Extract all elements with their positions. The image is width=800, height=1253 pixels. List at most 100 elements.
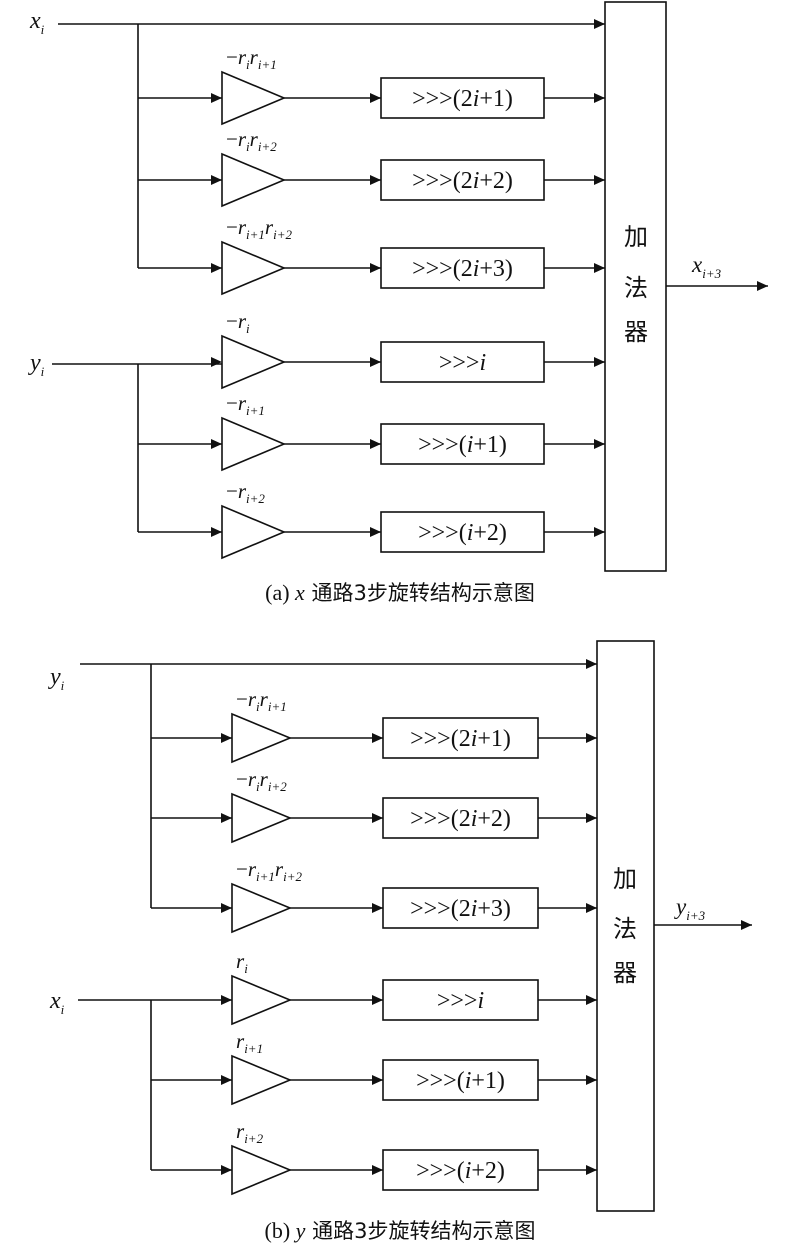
branch-row-5: ri+1 >>>(i+1)	[151, 1029, 597, 1106]
shift-input-arrowhead	[372, 903, 383, 913]
gain-label: −riri+2	[236, 767, 287, 794]
adder-input-arrowhead	[594, 439, 605, 449]
adder-input-arrowhead	[594, 527, 605, 537]
gain-amplifier	[221, 504, 287, 560]
branch-row-4: ri>>>i	[221, 949, 597, 1026]
output-arrowhead	[757, 281, 768, 291]
amplifier-input-arrowhead	[221, 733, 232, 743]
amplifier-input-arrowhead	[221, 995, 232, 1005]
gain-label: −riri+2	[226, 127, 277, 154]
shift-box	[382, 717, 539, 759]
gain-label: ri	[236, 949, 248, 976]
shift-label: >>>(i+2)	[416, 1158, 505, 1184]
shift-label: >>>(i+1)	[418, 432, 507, 458]
shift-box	[382, 979, 539, 1021]
shift-label: >>>(2i+2)	[410, 806, 511, 832]
shift-input-arrowhead	[372, 813, 383, 823]
branch-row-3: −ri+1ri+2 >>>(2i+3)	[138, 215, 605, 296]
adder-input-arrowhead	[586, 995, 597, 1005]
adder-block	[596, 640, 655, 1212]
shift-input-arrowhead	[372, 1165, 383, 1175]
output-label: xi+3	[691, 252, 722, 281]
output-label: yi+3	[674, 894, 706, 923]
gain-amplifier	[231, 1054, 293, 1106]
shift-box	[380, 247, 545, 289]
top-input-arrowhead	[594, 19, 605, 29]
shift-input-arrowhead	[372, 995, 383, 1005]
shift-label: >>>(2i+1)	[412, 86, 513, 112]
adder-label-char: 加	[613, 865, 637, 893]
shift-box	[382, 887, 539, 929]
gain-amplifier	[231, 1144, 293, 1196]
shift-input-arrowhead	[370, 175, 381, 185]
gain-label: −ri+1ri+2	[236, 857, 302, 884]
shift-label: >>>(2i+3)	[410, 896, 511, 922]
adder-input-arrowhead	[594, 357, 605, 367]
amplifier-input-arrowhead	[211, 527, 222, 537]
gain-amplifier	[231, 882, 293, 934]
adder-input-arrowhead	[594, 175, 605, 185]
amplifier-input-arrowhead	[221, 1075, 232, 1085]
branch-row-1: −riri+1 >>>(2i+1)	[138, 45, 605, 126]
figure-caption: (a) x 通路3步旋转结构示意图	[265, 580, 535, 605]
adder-input-arrowhead	[586, 733, 597, 743]
gain-amplifier	[221, 416, 287, 472]
amplifier-input-arrowhead	[221, 1165, 232, 1175]
gain-label: −ri	[226, 309, 250, 336]
adder-label-char: 加	[624, 223, 648, 251]
adder-label-char: 法	[624, 274, 648, 302]
gain-amplifier	[231, 974, 293, 1026]
shift-input-arrowhead	[372, 1075, 383, 1085]
amplifier-input-arrowhead	[221, 903, 232, 913]
adder-label-char: 器	[624, 318, 648, 346]
shift-label: >>>(i+1)	[416, 1068, 505, 1094]
amplifier-input-arrowhead	[211, 439, 222, 449]
shift-box	[382, 1059, 539, 1101]
shift-box	[380, 159, 545, 201]
gain-amplifier	[221, 334, 287, 390]
branch-row-2: −riri+2 >>>(2i+2)	[138, 127, 605, 208]
adder-input-arrowhead	[586, 1075, 597, 1085]
branch-row-2: −riri+2 >>>(2i+2)	[151, 767, 597, 844]
adder-input-arrowhead	[594, 93, 605, 103]
gain-label: −riri+1	[236, 687, 287, 714]
shift-input-arrowhead	[370, 527, 381, 537]
amplifier-input-arrowhead	[211, 93, 222, 103]
diagram-b-y-path: yixi−riri+1>>>(2i+1)−riri+2>>>(2i+2)−ri+…	[48, 640, 752, 1243]
amplifier-input-arrowhead	[221, 813, 232, 823]
shift-box	[382, 797, 539, 839]
branch-row-3: −ri+1ri+2 >>>(2i+3)	[151, 857, 597, 934]
figure-caption: (b) y 通路3步旋转结构示意图	[265, 1218, 536, 1243]
branch-row-6: ri+2 >>>(i+2)	[151, 1119, 597, 1196]
branch-row-1: −riri+1 >>>(2i+1)	[151, 687, 597, 764]
gain-amplifier	[231, 792, 293, 844]
shift-input-arrowhead	[370, 93, 381, 103]
amplifier-input-arrowhead	[211, 357, 222, 367]
adder-input-arrowhead	[586, 813, 597, 823]
shift-input-arrowhead	[370, 439, 381, 449]
gain-label: −riri+1	[226, 45, 277, 72]
branch-row-5: −ri+1>>>(i+1)	[138, 391, 605, 472]
shift-label: >>>(2i+1)	[410, 726, 511, 752]
output-arrowhead	[741, 920, 752, 930]
shift-label: >>>i	[439, 350, 486, 376]
gain-amplifier	[221, 240, 287, 296]
gain-amplifier	[231, 712, 293, 764]
gain-label: ri+2	[236, 1119, 264, 1146]
shift-label: >>>(i+2)	[418, 520, 507, 546]
shift-box	[382, 1149, 539, 1191]
shift-input-arrowhead	[372, 733, 383, 743]
top-input-arrowhead	[586, 659, 597, 669]
diagram-a-x-path: xiyi−riri+1>>>(2i+1)−riri+2>>>(2i+2)−ri+…	[28, 1, 768, 605]
gain-label: −ri+2	[226, 479, 265, 506]
adder-input-arrowhead	[586, 1165, 597, 1175]
adder-input-arrowhead	[594, 263, 605, 273]
shift-label: >>>(2i+3)	[412, 256, 513, 282]
amplifier-input-arrowhead	[211, 175, 222, 185]
gain-label: −ri+1ri+2	[226, 215, 292, 242]
branch-row-6: −ri+2 >>>(i+2)	[138, 479, 605, 560]
gain-label: ri+1	[236, 1029, 263, 1056]
shift-input-arrowhead	[370, 357, 381, 367]
shift-label: >>>(2i+2)	[412, 168, 513, 194]
